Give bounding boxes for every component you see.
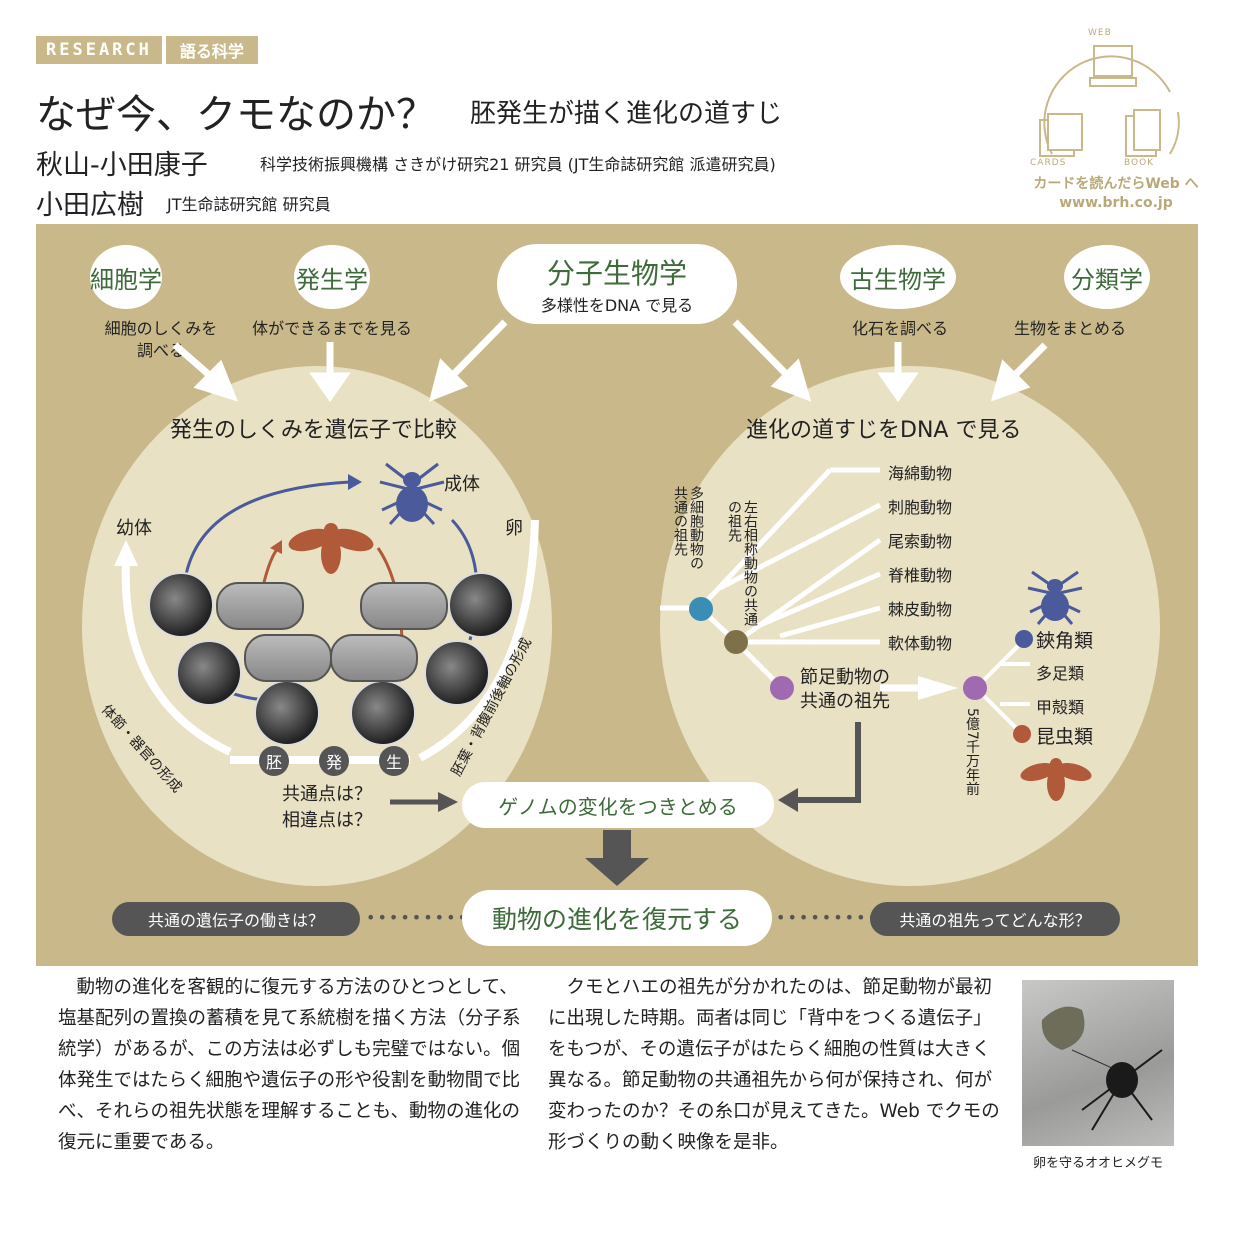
fly-embryo-image [244, 634, 332, 682]
field-embryology: 発生学 [294, 245, 370, 309]
tag-research: RESEARCH [46, 40, 152, 60]
group-label: 昆虫類 [1036, 726, 1094, 748]
molecular-biology-bubble: 分子生物学 多様性をDNA で見る [497, 244, 737, 324]
larva-label: 幼体 [116, 518, 152, 539]
bilateria-ancestor-label: 左右相称動物の共通の祖先 [726, 500, 758, 626]
bilateria-node [724, 630, 748, 654]
body-column-2: クモとハエの祖先が分かれたのは、節足動物が最初に出現した時期。両者は同じ「背中を… [548, 977, 1000, 1153]
down-arrow-icon [585, 830, 649, 886]
taxon-label: 軟体動物 [888, 634, 953, 653]
chelicerata-dot [1015, 630, 1033, 648]
group-label: 鋏角類 [1036, 630, 1094, 652]
taxonomy-desc: 生物をまとめる [1013, 319, 1126, 338]
logo-book-label: BOOK [1124, 158, 1155, 168]
embryo-image [448, 572, 514, 638]
ancestor-shape-question: 共通の祖先ってどんな形？ [870, 902, 1120, 936]
spider-icon [1027, 570, 1083, 625]
phylogenetic-tree [660, 467, 1030, 812]
taxon-label: 棘皮動物 [888, 600, 953, 619]
fly-embryo-image [216, 582, 304, 630]
stage-badge: 発 [319, 746, 349, 776]
author2-name: 小田広樹 [36, 190, 144, 221]
embryo-image [176, 640, 242, 706]
fly-icon [1020, 758, 1092, 801]
fly-embryo-image [360, 582, 448, 630]
section-tag: RESEARCH 語る科学 [36, 36, 258, 64]
metazoa-node [689, 597, 713, 621]
spider-photo [1022, 980, 1174, 1146]
insecta-dot [1013, 725, 1031, 743]
spider-adult-icon [379, 462, 445, 526]
author2-affiliation: JT生命誌研究館 研究員 [167, 195, 331, 214]
taxon-label: 脊椎動物 [888, 566, 953, 585]
arthropod-ancestor-label: 節足動物の 共通の祖先 [800, 667, 890, 712]
logo-web-label: WEB [1088, 28, 1112, 38]
paleontology-desc: 化石を調べる [851, 319, 948, 338]
logo-url[interactable]: www.brh.co.jp [1059, 195, 1173, 211]
right-arrow-icon [390, 792, 458, 812]
arthropod-split-node [963, 676, 987, 700]
embryology-desc: 体ができるまでを見る [252, 319, 412, 338]
dotted-connector: •••••••••• [776, 908, 891, 927]
page-title: なぜ今、クモなのか？ [36, 92, 436, 138]
arthropod-node [770, 676, 794, 700]
taxon-label: 刺胞動物 [888, 498, 953, 517]
stage-badge: 生 [379, 746, 409, 776]
molecular-biology-title: 分子生物学 [546, 257, 687, 290]
page-subtitle: 胚発生が描く進化の道すじ [470, 99, 783, 129]
group-label: 甲殻類 [1036, 698, 1085, 717]
tag-kind: 語る科学 [179, 42, 244, 61]
egg-label: 卵 [505, 518, 523, 539]
photo-caption: 卵を守るオオヒメグモ [1032, 1156, 1163, 1171]
genome-change-pill: ゲノムの変化をつきとめる [462, 782, 774, 828]
time-label: 5億7千万年前 [964, 708, 980, 796]
taxon-label: 海綿動物 [888, 464, 953, 483]
reconstruct-evolution-pill: 動物の進化を復元する [462, 890, 772, 946]
field-paleontology: 古生物学 [840, 245, 956, 309]
field-cytology: 細胞学 [90, 245, 162, 309]
flow-arrows [172, 319, 1048, 403]
right-heading: 進化の道すじをDNA で見る [746, 418, 1022, 443]
body-column-1: 動物の進化を客観的に復元する方法のひとつとして、塩基配列の置換の蓄積を見て系統樹… [58, 977, 521, 1153]
embryo-image [424, 640, 490, 706]
logo-cards-label: CARDS [1030, 158, 1067, 168]
taxon-label: 尾索動物 [888, 532, 953, 551]
molecular-biology-desc: 多様性をDNA で見る [540, 296, 694, 315]
cytology-desc: 細胞のしくみを 調べる [104, 319, 218, 360]
embryo-image [148, 572, 214, 638]
author1-name: 秋山-小田康子 [36, 150, 208, 181]
spider-photo-graphic [1041, 1006, 1163, 1131]
shared-gene-question: 共通の遺伝子の働きは？ [112, 902, 360, 936]
adult-label: 成体 [444, 474, 480, 495]
dotted-connector: •••••••••• [366, 908, 481, 927]
logo-caption-text: カードを読んだらWeb へ [1033, 176, 1199, 192]
left-heading: 発生のしくみを遺伝子で比較 [170, 418, 457, 443]
web-cards-book-logo[interactable] [1030, 22, 1200, 172]
author1-affiliation: 科学技術振興機構 さきがけ研究21 研究員 (JT生命誌研究館 派遣研究員) [260, 155, 776, 174]
embryo-image [254, 680, 320, 746]
logo-caption[interactable]: カードを読んだらWeb へ www.brh.co.jp [1018, 175, 1214, 213]
stage-badge: 胚 [259, 746, 289, 776]
group-label: 多足類 [1036, 664, 1085, 683]
question-text: 共通点は？ 相違点は？ [282, 784, 372, 831]
field-taxonomy: 分類学 [1064, 245, 1150, 309]
metazoa-ancestor-label: 多細胞動物の共通の祖先 [672, 486, 704, 570]
fly-embryo-image [330, 634, 418, 682]
tag-divider [161, 36, 166, 64]
fly-icon [288, 523, 374, 574]
